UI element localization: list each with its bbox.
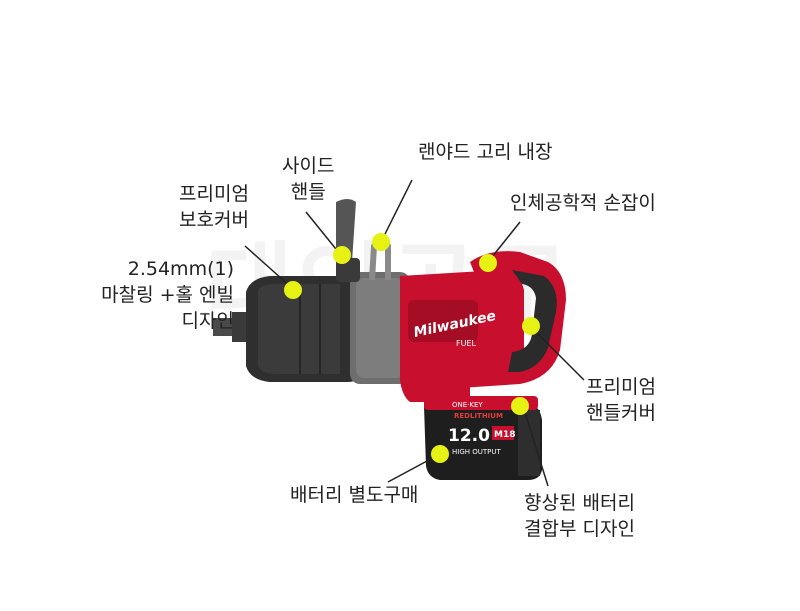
leader-handle-cover	[530, 326, 585, 381]
marker-handle-cover	[522, 317, 540, 335]
leader-lanyard	[380, 179, 413, 243]
leader-ergonomic-grip	[487, 221, 521, 263]
one-key-text: ONE·KEY	[452, 401, 483, 409]
marker-ergonomic-grip	[479, 254, 497, 272]
battery-output-text: HIGH OUTPUT	[452, 448, 501, 456]
leader-side-handle	[305, 211, 341, 255]
label-ergonomic-grip: 인체공학적 손잡이	[510, 192, 656, 214]
marker-side-handle	[333, 246, 351, 264]
battery-capacity-text: 12.0	[448, 426, 490, 446]
label-battery-sold: 배터리 별도구매	[290, 484, 419, 506]
battery-pack	[424, 404, 542, 480]
fuel-text: FUEL	[456, 339, 477, 348]
battery-brand-text: REDLITHIUM	[454, 412, 503, 420]
battery-voltage-text: M18	[494, 430, 515, 440]
leader-battery-sold	[387, 453, 441, 483]
marker-premium-cover	[284, 281, 302, 299]
grip-overmold	[508, 270, 557, 372]
label-lanyard: 랜야드 고리 내장	[418, 141, 553, 163]
marker-lanyard	[372, 233, 390, 251]
leader-battery-design	[522, 405, 549, 487]
marker-battery-design	[511, 397, 529, 415]
marker-battery-sold	[431, 445, 449, 463]
leader-premium-cover	[244, 245, 293, 289]
